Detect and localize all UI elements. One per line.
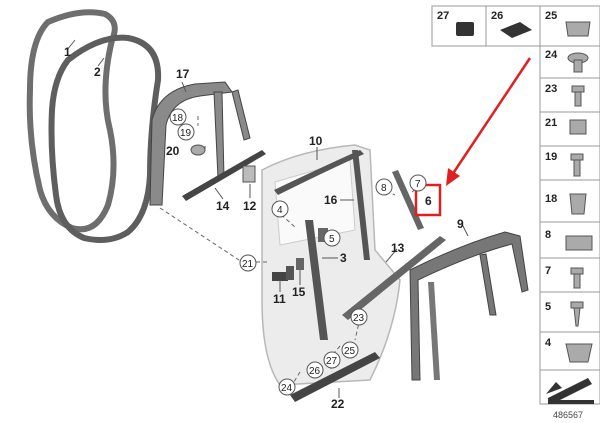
callout-20: 20	[166, 144, 180, 158]
highlight-box-6	[414, 183, 442, 217]
trim-strip-13	[342, 236, 446, 320]
callout-27: 27	[326, 356, 338, 367]
door-seal-2	[48, 34, 162, 243]
panel-23: 23	[545, 83, 557, 95]
panel-25: 25	[545, 10, 557, 22]
callout-14: 14	[216, 199, 230, 213]
callout-3: 3	[340, 251, 347, 265]
callout-10: 10	[309, 134, 323, 148]
panel-21: 21	[545, 117, 557, 129]
handle-15	[296, 258, 304, 270]
callout-15: 15	[292, 285, 306, 299]
callout-21: 21	[242, 259, 254, 270]
callout-18: 18	[172, 113, 184, 124]
fastener-icon	[456, 22, 474, 36]
callout-16: 16	[324, 193, 338, 207]
panel-8: 8	[545, 229, 551, 241]
callout-26: 26	[309, 366, 321, 377]
panel-27: 27	[437, 10, 449, 22]
reference-number: 486567	[553, 410, 583, 420]
callout-17: 17	[176, 67, 190, 81]
handle-11	[272, 272, 288, 281]
callout-25: 25	[344, 346, 356, 357]
panel-19: 19	[545, 151, 557, 163]
callout-1: 1	[64, 45, 71, 59]
callout-7: 7	[415, 179, 421, 190]
panel-26: 26	[491, 10, 503, 22]
callout-5: 5	[329, 234, 335, 245]
callout-6: 6	[425, 194, 432, 208]
panel-18: 18	[545, 193, 557, 205]
panel-7: 7	[545, 265, 551, 277]
window-frame-9	[409, 231, 529, 381]
callout-11: 11	[273, 292, 286, 306]
highlight-arrow-icon	[450, 57, 532, 176]
part-20	[190, 144, 206, 156]
arrow-icon	[548, 378, 594, 404]
panel-4: 4	[545, 337, 552, 349]
sill-22	[290, 352, 380, 402]
callout-22: 22	[331, 397, 345, 411]
callout-23: 23	[353, 313, 365, 324]
callout-8: 8	[381, 183, 387, 194]
pillar-3	[305, 220, 328, 340]
trim-strip-14	[182, 150, 266, 201]
callout-19: 19	[180, 128, 192, 139]
callout-12: 12	[243, 199, 257, 213]
callout-2: 2	[94, 65, 101, 79]
parts-panel: 27 26 25 24 23 21 19 18 8 7 5 4	[431, 5, 600, 405]
callout-13: 13	[391, 241, 405, 255]
belt-strip-10	[274, 150, 364, 195]
callout-24: 24	[281, 383, 293, 394]
pillar-16	[352, 150, 370, 260]
callout-4: 4	[277, 205, 283, 216]
panel-24: 24	[545, 49, 558, 61]
door-seal-1	[26, 9, 118, 233]
callout-9: 9	[457, 217, 464, 231]
panel-5: 5	[545, 301, 551, 313]
clip-12	[242, 165, 256, 183]
